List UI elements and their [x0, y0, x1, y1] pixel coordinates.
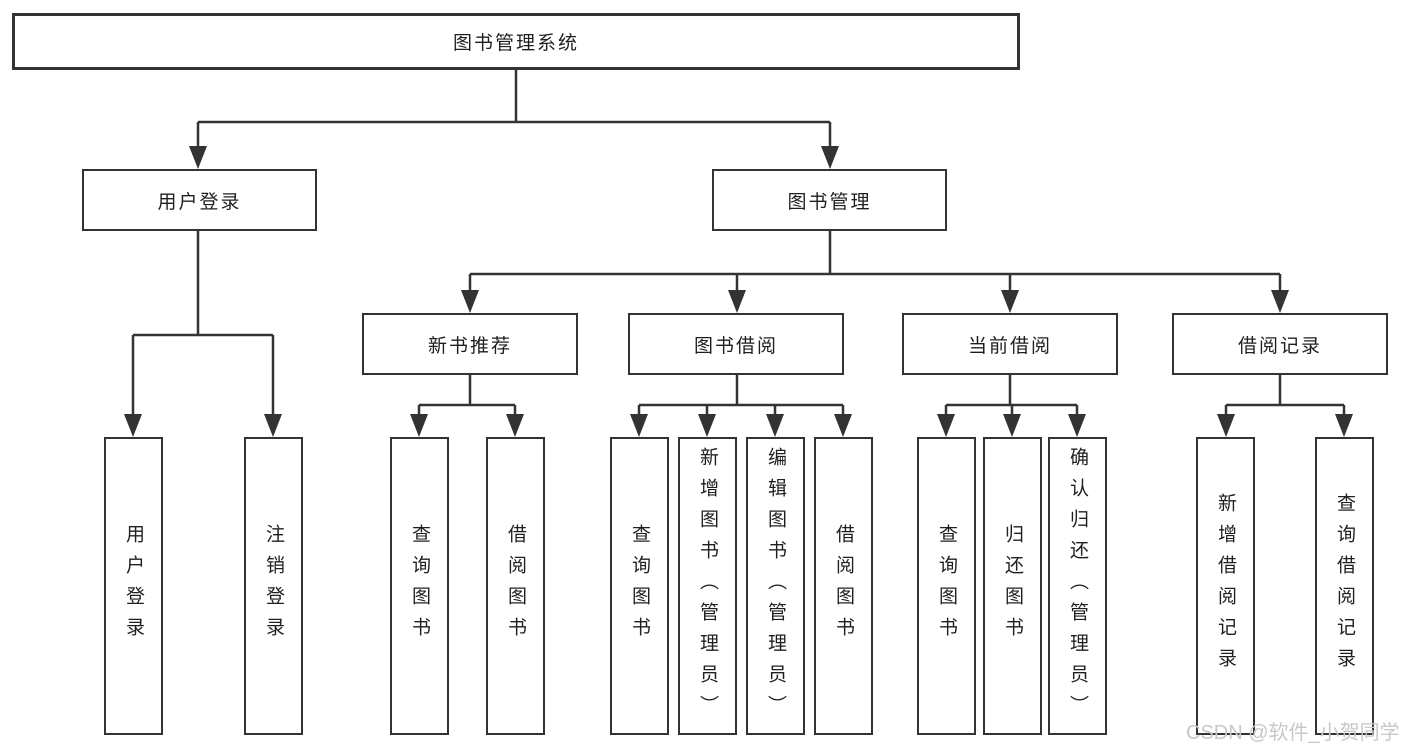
node-new-book-recommend: 新书推荐 — [362, 313, 578, 375]
node-label: 查询图书 — [936, 524, 957, 648]
node-label: 归还图书 — [1002, 524, 1023, 648]
csdn-watermark: CSDN @软件_小贺同学 — [1186, 722, 1400, 744]
node-label: 编辑图书（管理员） — [765, 446, 786, 726]
node-label: 当前借阅 — [967, 335, 1052, 357]
node-label: 用户登录 — [157, 191, 242, 213]
node-label: 查询借阅记录 — [1334, 493, 1355, 679]
node-label: 新增图书（管理员） — [697, 446, 718, 726]
leaf-return-books: 归还图书 — [983, 437, 1042, 735]
leaf-edit-books-admin: 编辑图书（管理员） — [746, 437, 805, 735]
leaf-logout: 注销登录 — [244, 437, 303, 735]
connector-borrow-records-children — [1217, 375, 1353, 437]
connector-user-login-children — [124, 231, 282, 437]
node-label: 用户登录 — [123, 524, 144, 648]
connector-current-borrow-children — [937, 375, 1086, 437]
leaf-query-books-current: 查询图书 — [917, 437, 976, 735]
leaf-query-books-recommend: 查询图书 — [390, 437, 449, 735]
node-user-login: 用户登录 — [82, 169, 317, 231]
node-label: 借阅图书 — [505, 524, 526, 648]
node-label: 借阅图书 — [833, 524, 854, 648]
connector-book-borrow-children — [630, 375, 852, 437]
leaf-query-borrow-record: 查询借阅记录 — [1315, 437, 1374, 735]
node-label: 确认归还（管理员） — [1067, 446, 1088, 726]
leaf-user-login: 用户登录 — [104, 437, 163, 735]
connector-book-management-children — [461, 231, 1289, 313]
node-label: 新书推荐 — [427, 335, 512, 357]
node-label: 图书管理 — [787, 191, 872, 213]
node-label: 图书借阅 — [693, 335, 778, 357]
node-label: 查询图书 — [629, 524, 650, 648]
node-label: 借阅记录 — [1237, 335, 1322, 357]
node-book-management: 图书管理 — [712, 169, 947, 231]
node-current-borrow: 当前借阅 — [902, 313, 1118, 375]
connector-root-to-level2 — [189, 70, 839, 169]
node-label: 查询图书 — [409, 524, 430, 648]
leaf-borrow-books: 借阅图书 — [814, 437, 873, 735]
leaf-confirm-return-admin: 确认归还（管理员） — [1048, 437, 1107, 735]
connector-new-book-recommend-children — [410, 375, 524, 437]
node-borrow-records: 借阅记录 — [1172, 313, 1388, 375]
node-book-borrow: 图书借阅 — [628, 313, 844, 375]
node-library-management-system: 图书管理系统 — [12, 13, 1020, 70]
leaf-add-borrow-record: 新增借阅记录 — [1196, 437, 1255, 735]
leaf-query-books-borrow: 查询图书 — [610, 437, 669, 735]
node-label: 注销登录 — [263, 524, 284, 648]
node-label: 图书管理系统 — [452, 33, 579, 54]
leaf-add-books-admin: 新增图书（管理员） — [678, 437, 737, 735]
node-label: 新增借阅记录 — [1215, 493, 1236, 679]
leaf-borrow-books-recommend: 借阅图书 — [486, 437, 545, 735]
